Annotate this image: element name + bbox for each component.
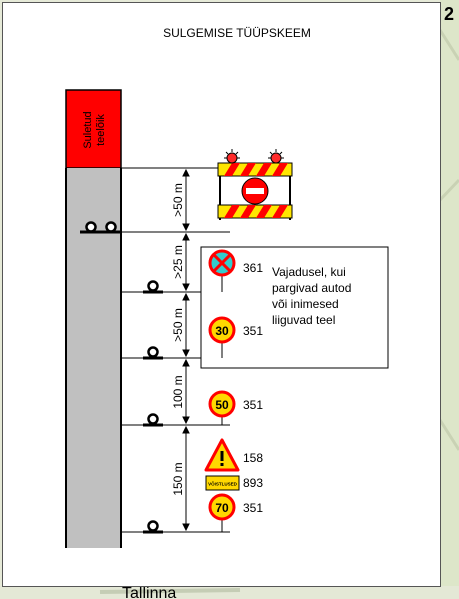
- position-marker-4: [143, 520, 163, 534]
- no-entry-sign-icon: [241, 177, 269, 205]
- speed-limit-70-sign-icon: 70: [208, 493, 236, 521]
- speed-limit-50-sign-icon: 50: [208, 390, 236, 418]
- sign-code-361: 361: [243, 261, 263, 275]
- plate-text: VÕISTLUSED: [208, 481, 238, 487]
- position-marker-3: [143, 413, 163, 427]
- position-marker-double: [80, 221, 121, 234]
- sign-code-351-b: 351: [243, 398, 263, 412]
- additional-plate-893: VÕISTLUSED: [205, 475, 240, 491]
- distance-label-3: >50 m: [171, 308, 185, 342]
- note-line-3: või inimesed: [272, 297, 339, 311]
- distance-label-1: >50 m: [171, 183, 185, 217]
- distance-label-2: >25 m: [171, 245, 185, 279]
- note-line-2: pargivad autod: [272, 281, 351, 295]
- map-bottom-label: Tallinna: [122, 585, 176, 599]
- map-corner-label: 2: [444, 4, 454, 24]
- scheme-title: SULGEMISE TÜÜPSKEEM: [163, 26, 311, 40]
- danger-warning-sign-icon: [204, 438, 240, 472]
- road-barrier: [217, 149, 293, 220]
- speed-limit-70-value: 70: [215, 501, 229, 515]
- sign-code-351-a: 351: [243, 324, 263, 338]
- warning-lamp-right-icon: [268, 149, 284, 164]
- speed-limit-50-value: 50: [215, 398, 229, 412]
- warning-lamp-left-icon: [224, 149, 240, 164]
- position-marker-1: [143, 280, 163, 294]
- sign-code-893: 893: [243, 476, 263, 490]
- sign-code-351-c: 351: [243, 501, 263, 515]
- speed-limit-30-value: 30: [215, 324, 229, 338]
- distance-label-5: 150 m: [171, 462, 185, 495]
- closed-section: [65, 89, 122, 169]
- speed-limit-30-sign-icon: 30: [208, 316, 236, 344]
- note-line-4: liiguvad teel: [272, 313, 335, 327]
- closed-section-label-1: Suletud: [82, 111, 94, 148]
- sign-code-158: 158: [243, 451, 263, 465]
- distance-label-4: 100 m: [171, 375, 185, 408]
- no-stopping-sign-icon: [208, 249, 236, 277]
- barrier-board-top: [217, 162, 293, 177]
- closed-section-label-2: teelõik: [95, 114, 107, 146]
- note-line-1: Vajadusel, kui: [272, 265, 346, 279]
- barrier-board-bottom: [217, 204, 293, 219]
- position-marker-2: [143, 346, 163, 360]
